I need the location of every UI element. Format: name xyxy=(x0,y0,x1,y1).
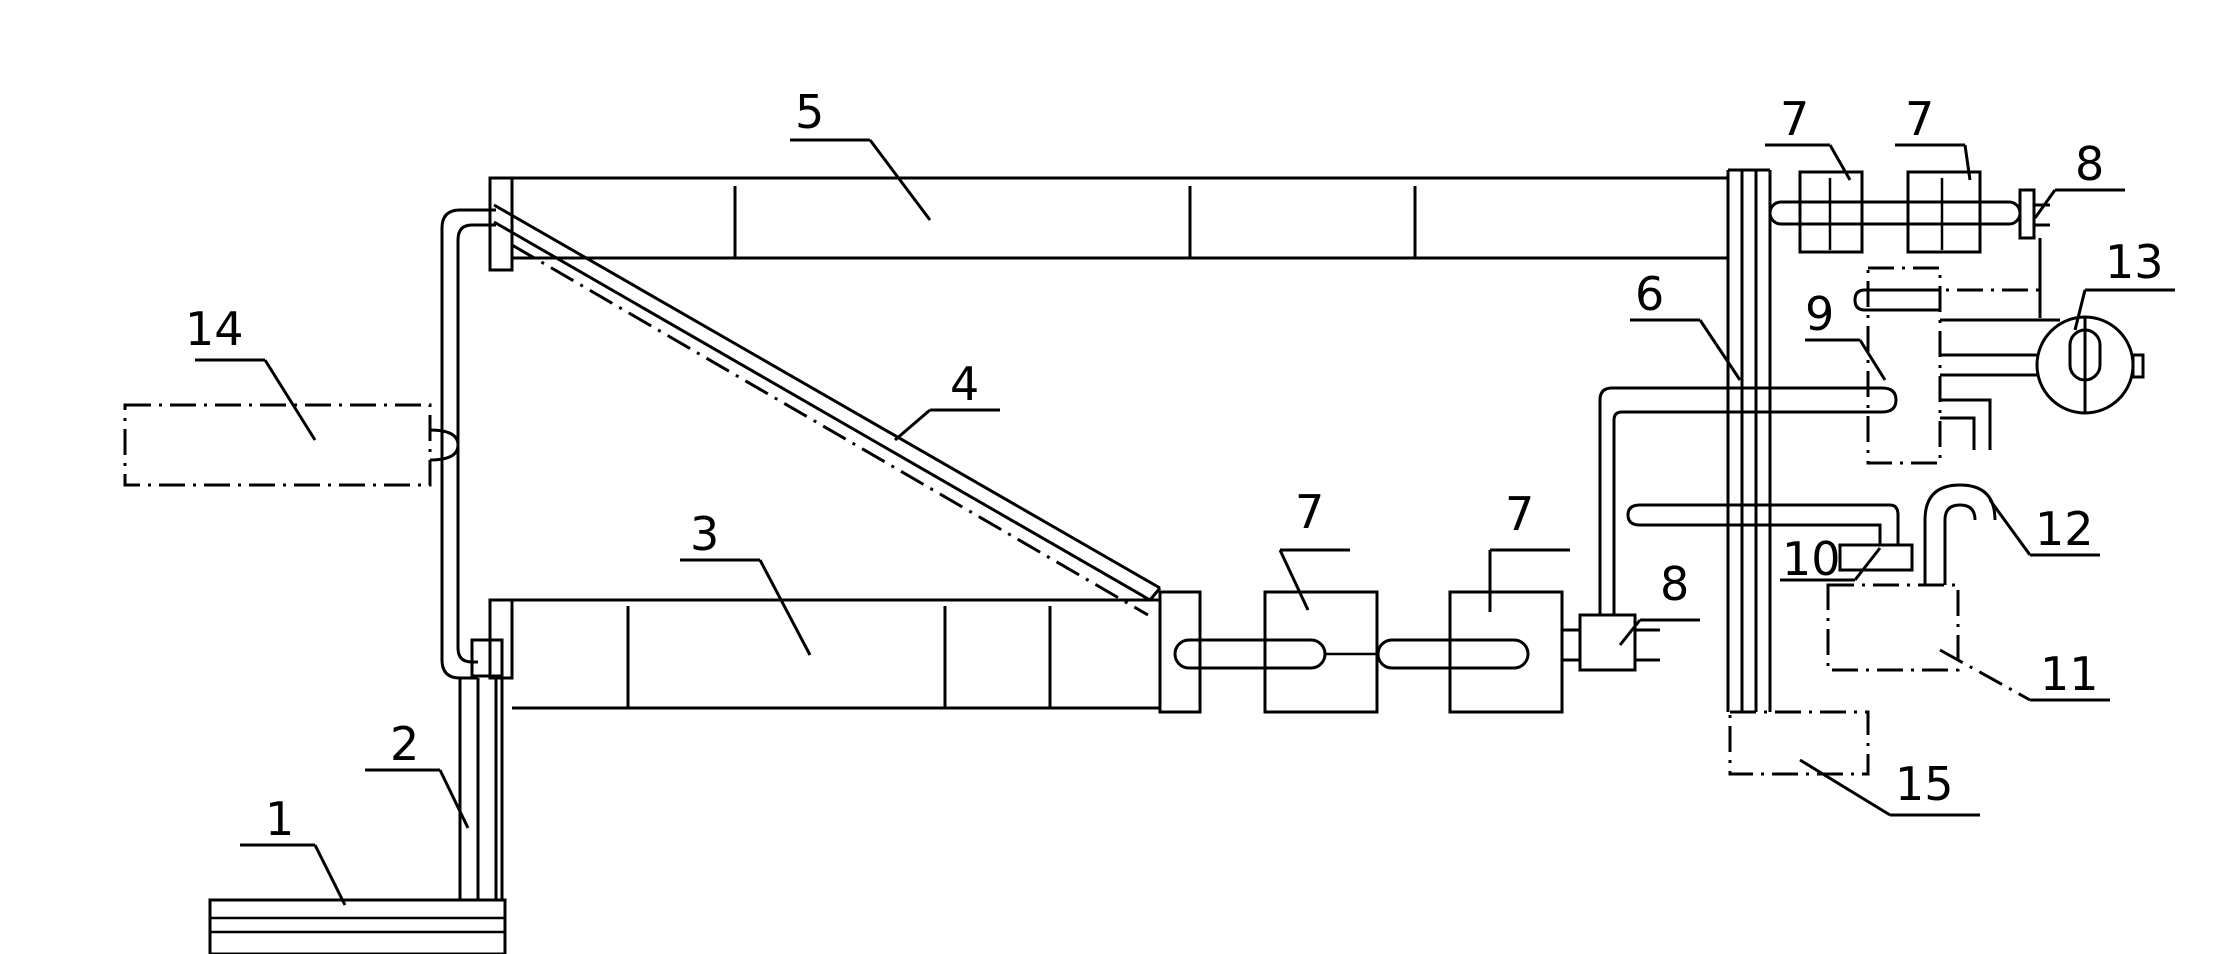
label-7c: 7 xyxy=(1765,92,1852,181)
label-4-text: 4 xyxy=(950,357,979,411)
label-1: 1 xyxy=(240,792,347,906)
lower-component-7-units xyxy=(1173,590,1564,714)
label-7a: 7 xyxy=(1278,485,1350,611)
label-7c-text: 7 xyxy=(1780,92,1809,146)
label-7d-text: 7 xyxy=(1905,92,1934,146)
label-9-text: 9 xyxy=(1805,287,1834,341)
label-1-text: 1 xyxy=(265,792,294,846)
component-13-fan xyxy=(1912,288,2145,415)
label-5-text: 5 xyxy=(795,85,824,139)
component-5-upper-drum xyxy=(488,176,1728,272)
upper-component-8 xyxy=(2018,188,2050,300)
component-12-elbow xyxy=(1923,398,1997,585)
label-9: 9 xyxy=(1805,287,1887,381)
label-14: 14 xyxy=(185,302,317,441)
label-8b: 8 xyxy=(2033,137,2125,219)
component-9-chamber xyxy=(1853,266,1942,465)
lower-component-8 xyxy=(1562,613,1660,672)
component-6-column xyxy=(1726,168,1772,712)
label-3-text: 3 xyxy=(690,507,719,561)
label-13-text: 13 xyxy=(2105,235,2164,289)
label-2-text: 2 xyxy=(390,717,419,771)
label-8a-text: 8 xyxy=(1660,557,1689,611)
component-10-valve xyxy=(1838,543,1914,572)
label-2: 2 xyxy=(365,717,470,829)
component-15-box xyxy=(1728,710,1870,776)
label-7b: 7 xyxy=(1488,487,1570,612)
label-14-text: 14 xyxy=(185,302,244,356)
label-7a-text: 7 xyxy=(1295,485,1324,539)
label-7d: 7 xyxy=(1895,92,1972,181)
label-8b-text: 8 xyxy=(2075,137,2104,191)
label-8a: 8 xyxy=(1618,557,1700,646)
label-11: 11 xyxy=(1939,647,2110,702)
component-14-housing xyxy=(123,403,460,487)
label-13: 13 xyxy=(2073,235,2175,331)
label-10: 10 xyxy=(1780,532,1882,586)
central-piping xyxy=(1598,386,1900,615)
component-2-riser xyxy=(458,678,504,900)
label-12-text: 12 xyxy=(2035,502,2094,556)
label-4: 4 xyxy=(894,357,1000,442)
component-4-inclined-duct xyxy=(493,203,1162,617)
label-15-text: 15 xyxy=(1895,757,1954,811)
left-loop-pipe xyxy=(440,208,504,680)
label-3: 3 xyxy=(680,507,812,656)
label-10-text: 10 xyxy=(1782,532,1841,586)
label-12: 12 xyxy=(1988,499,2100,557)
label-6: 6 xyxy=(1630,267,1742,381)
label-6-text: 6 xyxy=(1635,267,1664,321)
component-1-base xyxy=(208,898,507,954)
label-11-text: 11 xyxy=(2040,647,2099,701)
component-11-tank xyxy=(1826,583,1960,672)
upper-component-7-units xyxy=(1768,170,2022,254)
label-15: 15 xyxy=(1799,757,1980,817)
component-3-lower-drum xyxy=(488,590,1202,714)
label-5: 5 xyxy=(790,85,932,221)
label-7b-text: 7 xyxy=(1505,487,1534,541)
